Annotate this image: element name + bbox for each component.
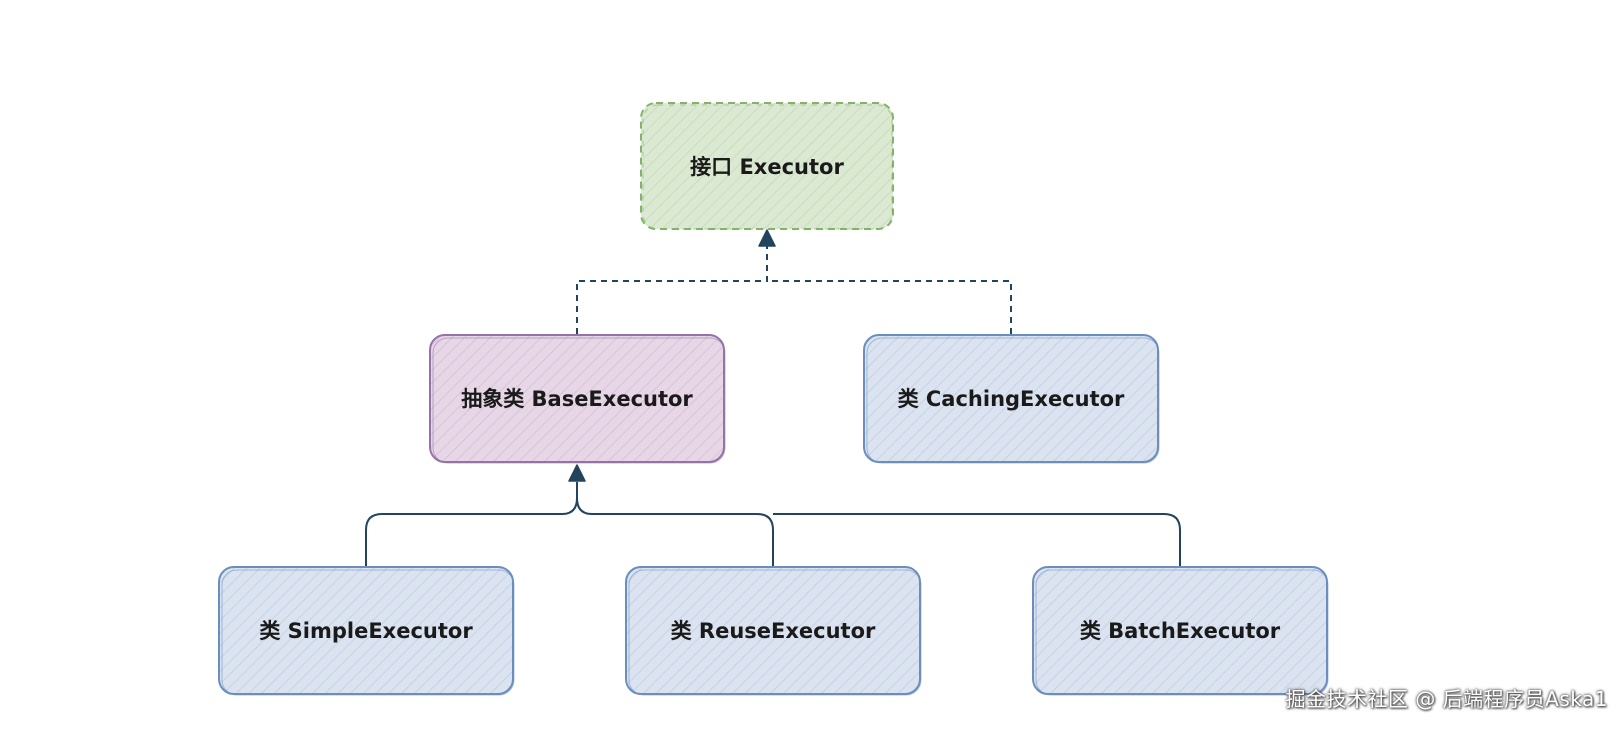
connector-caching-to-executor	[767, 280, 1012, 334]
arrowhead-base-executor	[568, 464, 586, 482]
node-base-executor-label: 抽象类 BaseExecutor	[461, 387, 693, 411]
node-executor-label: 接口 Executor	[690, 155, 844, 179]
node-simple-executor[interactable]: 类 SimpleExecutor	[218, 566, 515, 696]
node-reuse-executor-label: 类 ReuseExecutor	[671, 619, 876, 643]
connector-batch-to-base	[773, 513, 1181, 566]
node-simple-executor-label: 类 SimpleExecutor	[259, 619, 473, 643]
arrowhead-executor	[758, 229, 776, 247]
node-reuse-executor[interactable]: 类 ReuseExecutor	[625, 566, 922, 696]
connectors	[365, 246, 1181, 566]
node-caching-executor[interactable]: 类 CachingExecutor	[863, 334, 1160, 464]
node-base-executor[interactable]: 抽象类 BaseExecutor	[429, 334, 726, 464]
node-executor-interface[interactable]: 接口 Executor	[640, 102, 894, 230]
arrowheads	[568, 229, 776, 482]
connector-simple-to-base	[365, 482, 578, 566]
watermark-text: 掘金技术社区 @ 后端程序员Aska1	[1285, 687, 1608, 711]
node-batch-executor[interactable]: 类 BatchExecutor	[1032, 566, 1329, 696]
connector-base-to-executor	[576, 246, 768, 334]
connector-reuse-to-base	[576, 497, 774, 566]
node-caching-executor-label: 类 CachingExecutor	[898, 387, 1125, 411]
node-batch-executor-label: 类 BatchExecutor	[1080, 619, 1281, 643]
